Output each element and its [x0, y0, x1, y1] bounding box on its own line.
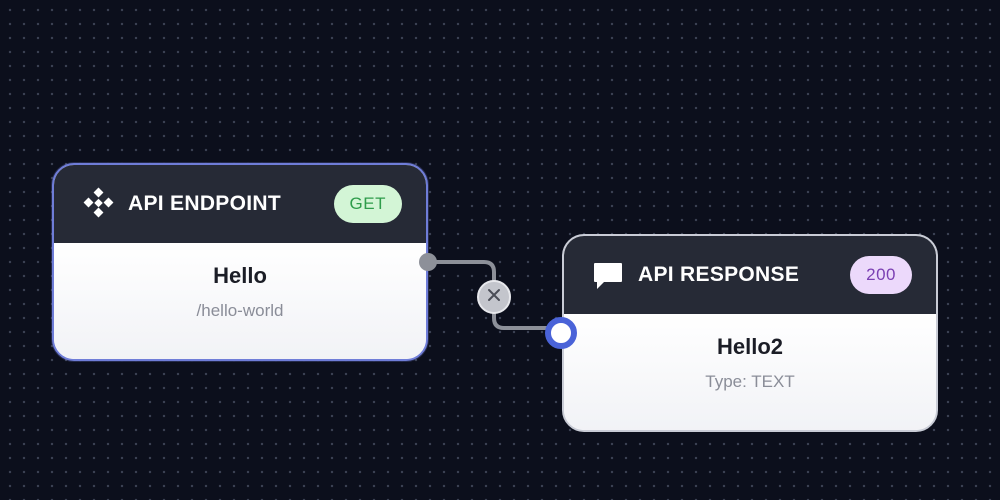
response-type: Type: TEXT	[705, 372, 795, 391]
node-body: Hello /hello-world	[54, 243, 426, 359]
chat-bubble-icon	[590, 257, 626, 293]
delete-edge-button[interactable]	[477, 280, 511, 314]
method-badge: GET	[333, 185, 402, 223]
node-title: API ENDPOINT	[128, 192, 281, 215]
endpoint-path: /hello-world	[196, 301, 284, 320]
input-handle[interactable]	[545, 317, 577, 349]
close-icon	[487, 288, 501, 307]
endpoint-name: Hello	[213, 263, 267, 288]
node-title: API RESPONSE	[638, 263, 800, 286]
output-handle[interactable]	[419, 253, 437, 271]
node-body: Hello2 Type: TEXT	[564, 314, 936, 430]
node-header: API RESPONSE 200	[564, 236, 936, 314]
api-response-node[interactable]: API RESPONSE 200 Hello2 Type: TEXT	[562, 234, 938, 432]
node-header: API ENDPOINT GET	[54, 165, 426, 243]
endpoint-diamond-icon	[80, 186, 116, 222]
status-badge: 200	[850, 256, 912, 294]
api-endpoint-node[interactable]: API ENDPOINT GET Hello /hello-world	[52, 163, 428, 361]
response-name: Hello2	[716, 334, 784, 359]
